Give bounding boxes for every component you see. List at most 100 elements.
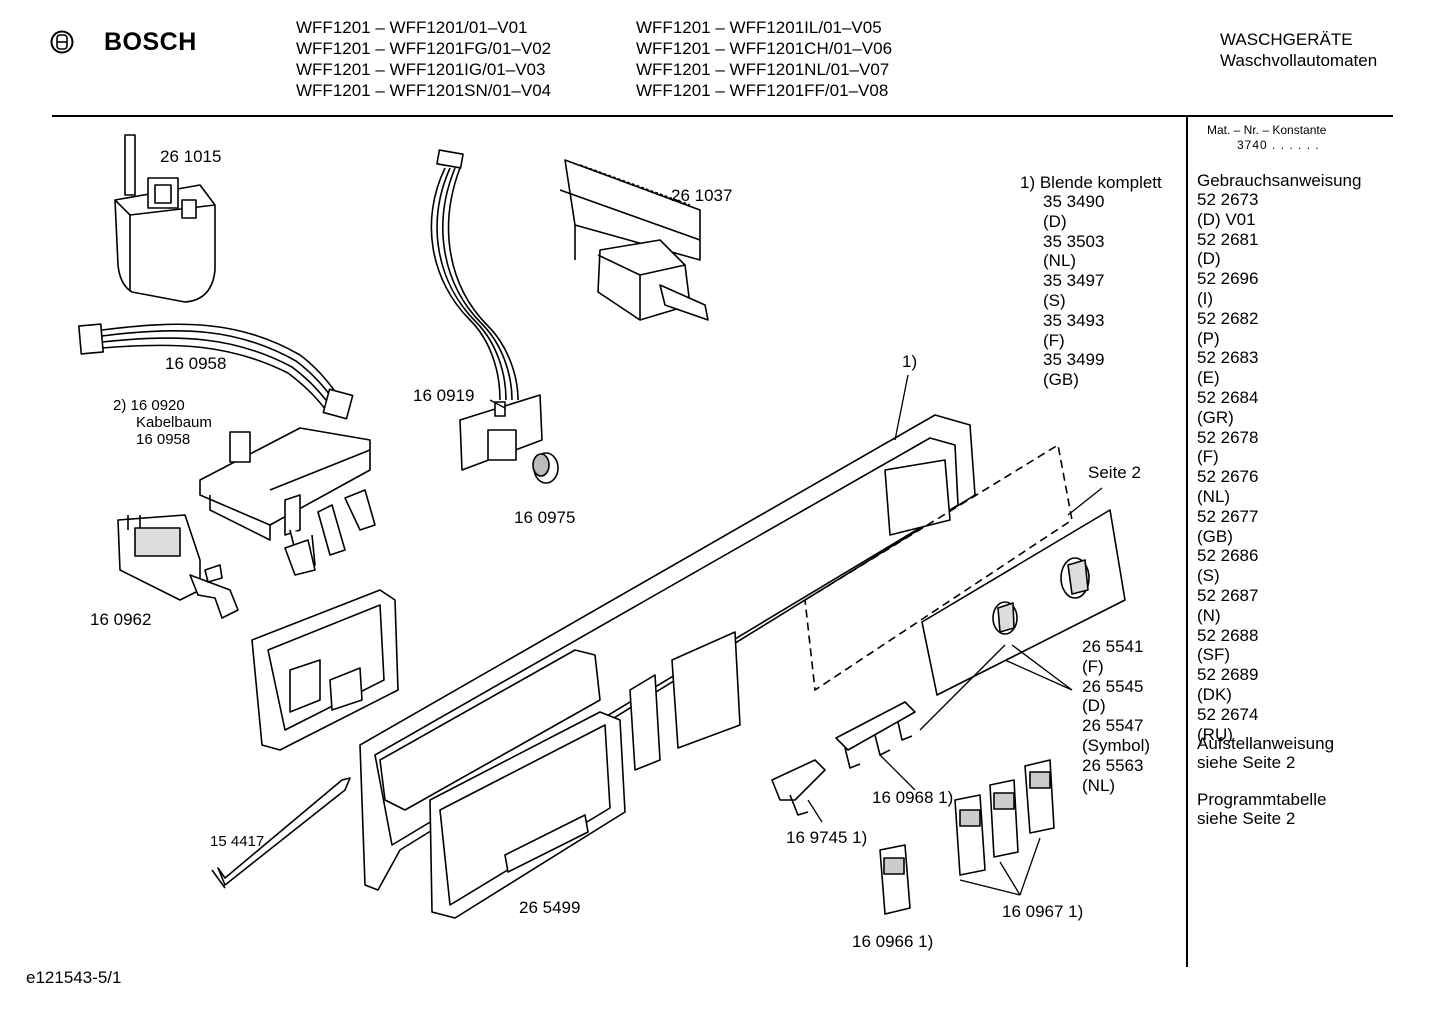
clip-169745	[771, 759, 826, 816]
slider-160966	[879, 844, 911, 915]
cable-160958	[78, 323, 354, 420]
label-kabelbaum: Kabelbaum	[136, 414, 212, 431]
manual-item: 52 2683	[1197, 348, 1259, 368]
panel-variant-item: 26 5545	[1082, 676, 1144, 696]
manual-item: (NL)	[1197, 486, 1231, 506]
manual-title: Gebrauchsanweisung	[1197, 171, 1362, 190]
manual-item: 52 2689	[1197, 665, 1259, 685]
panel-variant-item: (F)	[1082, 656, 1104, 676]
brand-name: BOSCH	[104, 28, 197, 56]
mat-number-value: 3740 . . . . . .	[1237, 138, 1320, 152]
model-line: WFF1201 – WFF1201SN/01–V04	[296, 81, 552, 100]
panel-variant-item: (D)	[1082, 696, 1106, 716]
label-seite2: Seite 2	[1088, 463, 1141, 482]
sidebar-divider	[1186, 117, 1188, 967]
cable-board-160919	[430, 149, 543, 471]
bracket-frame	[251, 589, 399, 751]
panel-variant-list: 26 5541 (F) 26 5545 (D) 26 5547 (Symbol)…	[1082, 636, 1151, 795]
header-rule	[52, 115, 1393, 117]
model-line: WFF1201 – WFF1201IL/01–V05	[636, 18, 882, 37]
manual-item: (SF)	[1197, 645, 1231, 665]
label-160958: 16 0958	[165, 354, 227, 373]
manual-item: (I)	[1197, 288, 1214, 308]
label-1: 1)	[902, 352, 918, 371]
model-list-right: WFF1201 – WFF1201IL/01–V05 WFF1201 – WFF…	[636, 18, 892, 102]
manual-item: (N)	[1197, 605, 1221, 625]
blende-item: 35 3503	[1043, 231, 1105, 251]
model-line: WFF1201 – WFF1201/01–V01	[296, 18, 528, 37]
drawer-265499	[429, 711, 626, 919]
manual-item: 52 2673	[1197, 190, 1259, 209]
manual-item: 52 2696	[1197, 269, 1259, 289]
manual-item: (GB)	[1197, 526, 1233, 546]
manual-item: (F)	[1197, 447, 1219, 467]
manual-item: 52 2688	[1197, 625, 1259, 645]
manual-item: (RU)	[1197, 724, 1233, 744]
manual-item: 52 2674	[1197, 704, 1259, 724]
blende-item: (GB)	[1043, 370, 1079, 390]
panel-variant-item: (NL)	[1082, 775, 1116, 795]
manual-item: (GR)	[1197, 407, 1234, 427]
model-line: WFF1201 – WFF1201IG/01–V03	[296, 60, 546, 79]
model-line: WFF1201 – WFF1201FG/01–V02	[296, 39, 552, 58]
blende-item: 35 3497	[1043, 271, 1105, 291]
manual-item: 52 2681	[1197, 229, 1259, 249]
leader-lines	[489, 374, 1103, 896]
label-160975: 16 0975	[514, 508, 576, 527]
manual-item: (S)	[1197, 566, 1220, 586]
switch-160962	[117, 514, 239, 619]
blende-item: (S)	[1043, 290, 1066, 310]
panel-variant-item: 26 5547	[1082, 716, 1144, 736]
blende-item: 35 3499	[1043, 350, 1105, 370]
label-160920: 2) 16 0920	[113, 397, 185, 414]
blende-list: 35 3490 (D) 35 3503 (NL) 35 3497 (S) 35 …	[1043, 192, 1104, 390]
manual-list: 52 2673 (D) V01 52 2681 (D) 52 2696 (I) …	[1197, 190, 1258, 744]
clip-160968	[835, 701, 916, 769]
blende-item: 35 3493	[1043, 310, 1105, 330]
harness-160920	[199, 427, 376, 576]
label-265499: 26 5499	[519, 898, 581, 917]
manual-item: (P)	[1197, 328, 1220, 348]
mat-number-label: Mat. – Nr. – Konstante	[1207, 123, 1327, 137]
manual-item: 52 2677	[1197, 506, 1259, 526]
panel-variant-item: 26 5541	[1082, 637, 1144, 656]
blende-item: (D)	[1043, 211, 1067, 231]
program-ref: siehe Seite 2	[1197, 809, 1296, 828]
panel-variant-item: (Symbol)	[1082, 735, 1151, 755]
drawing-id: e121543-5/1	[26, 968, 122, 987]
label-160968: 16 0968 1)	[872, 788, 954, 807]
program-title: Programmtabelle	[1197, 790, 1327, 809]
category-title: WASCHGERÄTE	[1220, 30, 1353, 49]
manual-item: 52 2676	[1197, 467, 1259, 487]
overlay-dashed	[804, 444, 1073, 691]
tool-154417	[211, 777, 351, 889]
bosch-logo-icon	[50, 30, 74, 54]
manual-item: 52 2684	[1197, 387, 1259, 407]
sliders-160967	[954, 759, 1055, 876]
label-160962: 16 0962	[90, 610, 152, 629]
label-160966: 16 0966 1)	[852, 932, 934, 951]
suppressor-261015	[114, 134, 216, 303]
manual-item: (E)	[1197, 368, 1220, 388]
label-160919: 16 0919	[413, 386, 475, 405]
blende-item: (NL)	[1043, 251, 1077, 271]
label-261037: 26 1037	[671, 186, 733, 205]
manual-item: (D)	[1197, 249, 1221, 269]
blende-item: (F)	[1043, 330, 1065, 350]
manual-item: 52 2678	[1197, 427, 1259, 447]
model-list-left: WFF1201 – WFF1201/01–V01 WFF1201 – WFF12…	[296, 18, 551, 102]
label-261015: 26 1015	[160, 147, 222, 166]
manual-item: 52 2687	[1197, 585, 1259, 605]
blende-title: 1) Blende komplett	[1020, 173, 1162, 192]
blende-item: 35 3490	[1043, 192, 1105, 211]
label-160958-b: 16 0958	[136, 431, 191, 448]
panel-variant-item: 26 5563	[1082, 755, 1144, 775]
category-subtitle: Waschvollautomaten	[1220, 51, 1378, 70]
label-169745: 16 9745 1)	[786, 828, 868, 847]
install-title: Aufstellanweisung	[1197, 734, 1335, 753]
manual-item: (D) V01	[1197, 209, 1256, 229]
front-panel-265541	[921, 509, 1126, 696]
manual-item: 52 2686	[1197, 546, 1259, 566]
model-line: WFF1201 – WFF1201CH/01–V06	[636, 39, 893, 58]
